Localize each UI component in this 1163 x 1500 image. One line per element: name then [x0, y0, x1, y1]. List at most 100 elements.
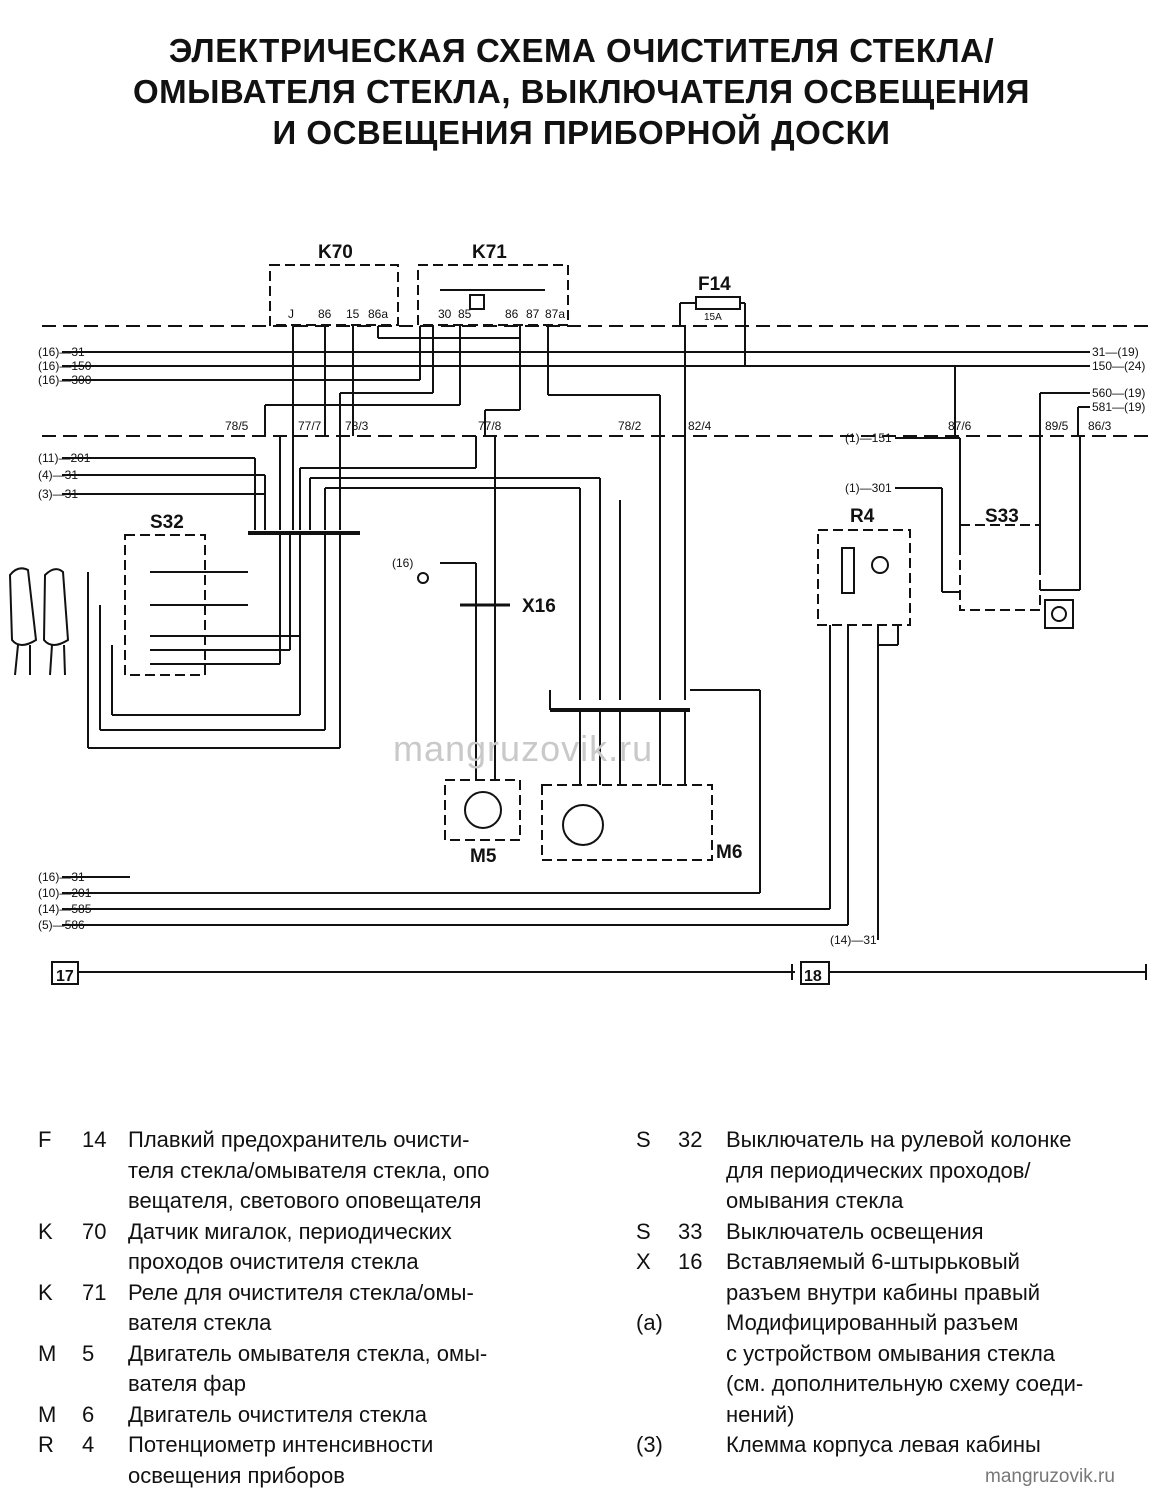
k71-pin-87a: 87a: [545, 307, 565, 321]
k71-pin-86: 86: [505, 307, 519, 321]
wiring-diagram: K70 K71 F14 15A S32 S33 R4 X16 M5 M6 J 8…: [8, 242, 1150, 985]
legend-text: с устройством омывания стекла: [726, 1340, 1056, 1366]
label-r4: R4: [850, 506, 875, 527]
legend-text: Двигатель очистителя стекла: [128, 1401, 427, 1427]
k70-pin-86a: 86a: [368, 307, 388, 321]
k70-pin-86: 86: [318, 307, 332, 321]
watermark: mangruzovik.ru: [393, 728, 654, 769]
page-title: ЭЛЕКТРИЧЕСКАЯ СХЕМА ОЧИСТИТЕЛЯ СТЕКЛА/ О…: [0, 30, 1163, 153]
legend-letter: (3): [636, 1432, 663, 1457]
conn-87-6: 87/6: [948, 419, 972, 433]
legend-item-r4: R 4 Потенциометр интенсивности освещения …: [38, 1430, 598, 1491]
conn-89-5: 89/5: [1045, 419, 1069, 433]
legend-number: 16: [678, 1249, 703, 1274]
right-wire-3: 560—(19): [1092, 386, 1145, 400]
label-m5: M5: [470, 846, 497, 867]
legend-letter: S: [636, 1127, 651, 1152]
legend-item-3: (3) Клемма корпуса левая кабины: [636, 1430, 1156, 1461]
legend-text: нений): [726, 1401, 795, 1427]
legend-letter: K: [38, 1218, 53, 1244]
bottom-wire-2: (10)—201: [38, 886, 92, 900]
mid-wire-3: (3)—31: [38, 487, 78, 501]
legend-text: омывания стекла: [726, 1188, 904, 1213]
legend-number: 14: [82, 1127, 107, 1152]
legend-item-k71: K 71 Реле для очистителя стекла/омы-вате…: [38, 1278, 598, 1339]
legend-text: вателя стекла: [128, 1310, 272, 1335]
legend-letter: (a): [636, 1310, 663, 1335]
legend-item-m5: M 5 Двигатель омывателя стекла, омы-вате…: [38, 1339, 598, 1400]
bottom-wire-4: (5)—586: [38, 918, 85, 932]
conn-77-8: 77/8: [478, 419, 502, 433]
stalk-switch-icon: [8, 567, 70, 676]
label-m6: M6: [716, 842, 742, 863]
label-s32: S32: [150, 512, 184, 533]
legend-text: Двигатель омывателя стекла, омы-: [128, 1340, 488, 1366]
page-ref-17: 17: [56, 968, 74, 985]
right-input-1: (1)—151: [845, 431, 892, 445]
right-input-2: (1)—301: [845, 481, 892, 495]
legend-item-s33: S 33 Выключатель освещения: [636, 1217, 1156, 1248]
legend-text: Выключатель освещения: [726, 1218, 984, 1244]
bottom-wire-3: (14)—585: [38, 902, 92, 916]
k70-pin-15: 15: [346, 307, 360, 321]
left-wire-1: (16)—31: [38, 345, 85, 359]
legend-letter: M: [38, 1340, 57, 1366]
legend-text: Датчик мигалок, периодических: [128, 1218, 452, 1244]
label-s33: S33: [985, 506, 1019, 527]
mid-wire-2: (4)—31: [38, 468, 78, 482]
legend-number: 6: [82, 1401, 95, 1427]
left-wire-3: (16)—300: [38, 373, 92, 387]
legend-text: Вставляемый 6-штырьковый: [726, 1249, 1020, 1274]
title-line-3: И ОСВЕЩЕНИЯ ПРИБОРНОЙ ДОСКИ: [272, 114, 891, 151]
label-k70: K70: [318, 242, 353, 263]
legend-text: вещателя, светового оповещателя: [128, 1188, 482, 1213]
legend-text: Модифицированный разъем: [726, 1310, 1019, 1335]
legend-text: Потенциометр интенсивности: [128, 1432, 434, 1457]
legend-text: Реле для очистителя стекла/омы-: [128, 1279, 474, 1305]
left-wire-2: (16)—150: [38, 359, 92, 373]
legend-letter: K: [38, 1279, 53, 1305]
legend-letter: S: [636, 1218, 651, 1244]
conn-78-2: 78/2: [618, 419, 642, 433]
bottom-right-ref: (14)—31: [830, 933, 877, 947]
k71-pin-87: 87: [526, 307, 540, 321]
legend-item-a: (a) Модифицированный разъем с устройством…: [636, 1308, 1156, 1430]
legend-text: теля стекла/омывателя стекла, опо: [128, 1157, 490, 1183]
legend-letter: R: [38, 1432, 54, 1457]
mid-wire-1: (11)—201: [38, 451, 91, 465]
conn-77-7: 77/7: [298, 419, 322, 433]
conn-86-3: 86/3: [1088, 419, 1112, 433]
footer-watermark: mangruzovik.ru: [985, 1466, 1115, 1487]
legend-number: 4: [82, 1432, 95, 1457]
legend-text: для периодических проходов/: [726, 1157, 1031, 1183]
conn-78-3: 78/3: [345, 419, 369, 433]
legend-number: 33: [678, 1218, 703, 1244]
right-wire-4: 581—(19): [1092, 400, 1145, 414]
right-wire-1: 31—(19): [1092, 345, 1139, 359]
ground-ref: (16): [392, 556, 413, 570]
k70-pin-j: J: [288, 307, 294, 321]
k71-pin-30: 30: [438, 307, 452, 321]
legend-item-f14: F 14 Плавкий предохранитель очисти-теля …: [38, 1125, 598, 1217]
conn-78-5: 78/5: [225, 419, 249, 433]
page-ref-18: 18: [804, 968, 822, 985]
legend-left: F 14 Плавкий предохранитель очисти-теля …: [38, 1125, 598, 1491]
legend-text: Плавкий предохранитель очисти-: [128, 1127, 470, 1152]
legend-text: проходов очистителя стекла: [128, 1249, 419, 1274]
conn-82-4: 82/4: [688, 419, 712, 433]
k71-pin-85: 85: [458, 307, 472, 321]
title-line-1: ЭЛЕКТРИЧЕСКАЯ СХЕМА ОЧИСТИТЕЛЯ СТЕКЛА/: [168, 32, 995, 69]
right-wire-2: 150—(24): [1092, 359, 1145, 373]
legend-text: освещения приборов: [128, 1462, 345, 1488]
legend-number: 70: [82, 1218, 107, 1244]
legend-number: 5: [82, 1340, 95, 1366]
label-x16: X16: [522, 596, 556, 617]
bottom-wire-1: (16)—31: [38, 870, 85, 884]
legend-text: Клемма корпуса левая кабины: [726, 1432, 1041, 1457]
label-k71: K71: [472, 242, 507, 263]
legend-text: (см. дополнительную схему соеди-: [726, 1371, 1084, 1396]
legend-letter: M: [38, 1401, 57, 1427]
